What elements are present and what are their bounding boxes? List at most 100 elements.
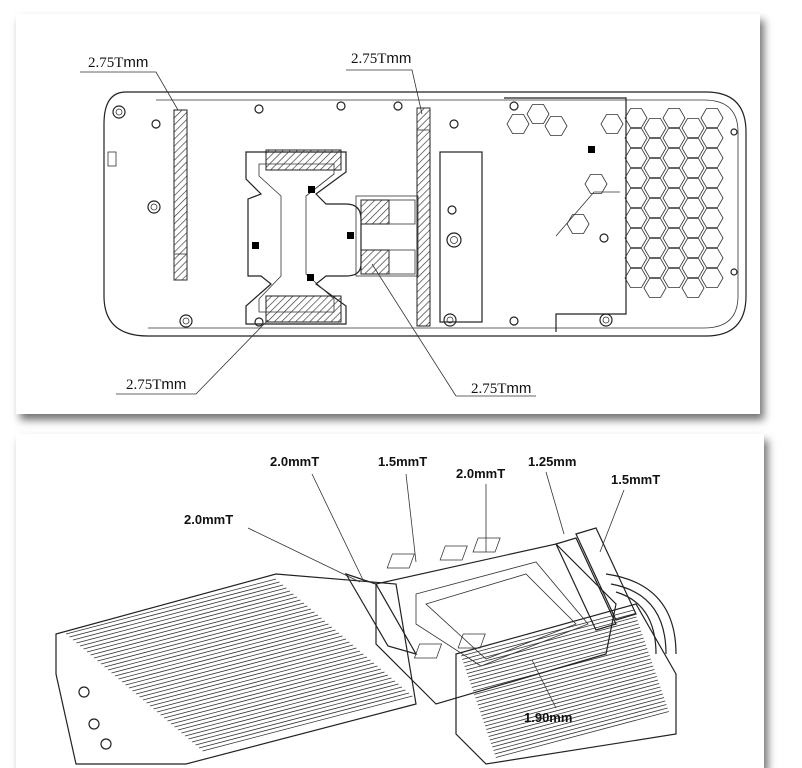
fin-line xyxy=(135,638,347,695)
fin-line xyxy=(198,692,410,749)
hex-cell xyxy=(681,178,705,198)
vrm-pad-upper xyxy=(360,199,390,225)
fin-line xyxy=(486,683,660,730)
fin-line xyxy=(65,578,277,635)
right-fin-stack xyxy=(460,609,669,758)
hex-cell xyxy=(662,248,686,268)
honeycomb-grid xyxy=(506,104,724,298)
fin-line xyxy=(487,686,661,734)
fin-line xyxy=(475,651,649,699)
pad-label-bottomleft: 2.75Tmm xyxy=(126,376,187,393)
fin-line xyxy=(478,662,653,709)
hex-cell xyxy=(624,108,648,128)
hex-cell xyxy=(681,278,705,298)
hex-cell xyxy=(681,258,705,278)
hex-cell xyxy=(643,258,667,278)
backplate-diagram-panel: 2.75Tmm 2.75Tmm 2.75Tmm 2.75Tmm xyxy=(16,14,760,414)
pad-label-c: 1.5mmT xyxy=(378,454,428,469)
fin-line xyxy=(100,608,312,665)
pad-label-a: 2.0mmT xyxy=(270,454,320,469)
heatsink-drawing xyxy=(55,527,677,765)
hex-cell xyxy=(584,174,608,194)
fin-line xyxy=(490,697,665,744)
fin-line xyxy=(79,590,291,647)
fin-line xyxy=(471,641,645,688)
fin-line xyxy=(181,677,392,734)
fin-line xyxy=(465,623,639,671)
hex-cell xyxy=(662,268,686,288)
hex-cell xyxy=(700,128,724,148)
hex-cell xyxy=(643,238,667,258)
pad-label-e: 1.25mm xyxy=(528,454,577,469)
plate-outline xyxy=(103,91,747,337)
fin-line xyxy=(195,689,406,746)
fin-line xyxy=(69,581,280,638)
hex-cell xyxy=(681,198,705,218)
hex-cell xyxy=(624,128,648,148)
hex-cell xyxy=(624,268,648,288)
pad-label-g: 1.90mm xyxy=(524,710,573,725)
fin-line xyxy=(72,584,284,641)
fin-line xyxy=(495,711,669,758)
hex-cell xyxy=(624,188,648,208)
fin-line xyxy=(86,596,298,653)
hex-cell xyxy=(700,188,724,208)
fin-line xyxy=(476,655,650,702)
fin-line xyxy=(170,668,382,725)
fin-line xyxy=(202,695,413,752)
fin-line xyxy=(132,635,343,692)
fin-line xyxy=(482,672,656,720)
fin-line xyxy=(128,632,340,689)
hex-cell xyxy=(566,214,590,234)
hex-cell xyxy=(624,148,648,168)
top-gpu-pad xyxy=(265,149,342,171)
hex-cell xyxy=(643,178,667,198)
hex-cell xyxy=(681,238,705,258)
fin-line xyxy=(114,620,326,677)
fin-line xyxy=(146,647,357,704)
fin-line xyxy=(76,587,287,644)
fin-line xyxy=(107,614,319,671)
hex-cell xyxy=(624,228,648,248)
fin-line xyxy=(191,686,403,743)
fin-line xyxy=(470,637,644,685)
fin-line xyxy=(139,641,350,698)
hex-cell xyxy=(681,138,705,158)
fin-line xyxy=(142,644,354,701)
hex-cell xyxy=(700,148,724,168)
hex-cell xyxy=(662,148,686,168)
fin-line xyxy=(153,653,364,710)
left-fin-stack xyxy=(65,578,413,752)
fin-line xyxy=(469,634,643,681)
hex-cell xyxy=(662,168,686,188)
hex-cell xyxy=(681,118,705,138)
fin-line xyxy=(167,665,378,722)
pad-label-d: 2.0mmT xyxy=(456,466,506,481)
hex-cell xyxy=(643,138,667,158)
pad-label-topleft: 2.75Tmm xyxy=(88,54,149,71)
fin-line xyxy=(492,700,666,748)
hex-cell xyxy=(662,228,686,248)
fin-line xyxy=(184,680,396,737)
backplate-drawing xyxy=(103,91,747,337)
fin-line xyxy=(104,611,315,668)
fin-line xyxy=(156,656,368,713)
hex-cell xyxy=(662,128,686,148)
hex-cell xyxy=(681,218,705,238)
hex-cell xyxy=(643,278,667,298)
bottom-gpu-pad xyxy=(265,295,342,323)
pad-label-b: 2.0mmT xyxy=(184,512,234,527)
fin-line xyxy=(463,616,637,664)
fin-line xyxy=(493,704,667,751)
right-vertical-pad xyxy=(416,107,431,327)
hex-cell xyxy=(600,114,624,134)
pad-label-f: 1.5mmT xyxy=(611,472,661,487)
hex-cell xyxy=(662,108,686,128)
hex-cell xyxy=(506,114,530,134)
fin-line xyxy=(163,662,375,719)
hex-cell xyxy=(681,158,705,178)
hex-cell xyxy=(643,218,667,238)
fin-line xyxy=(489,693,663,741)
fin-line xyxy=(481,669,655,716)
fin-line xyxy=(188,683,399,740)
